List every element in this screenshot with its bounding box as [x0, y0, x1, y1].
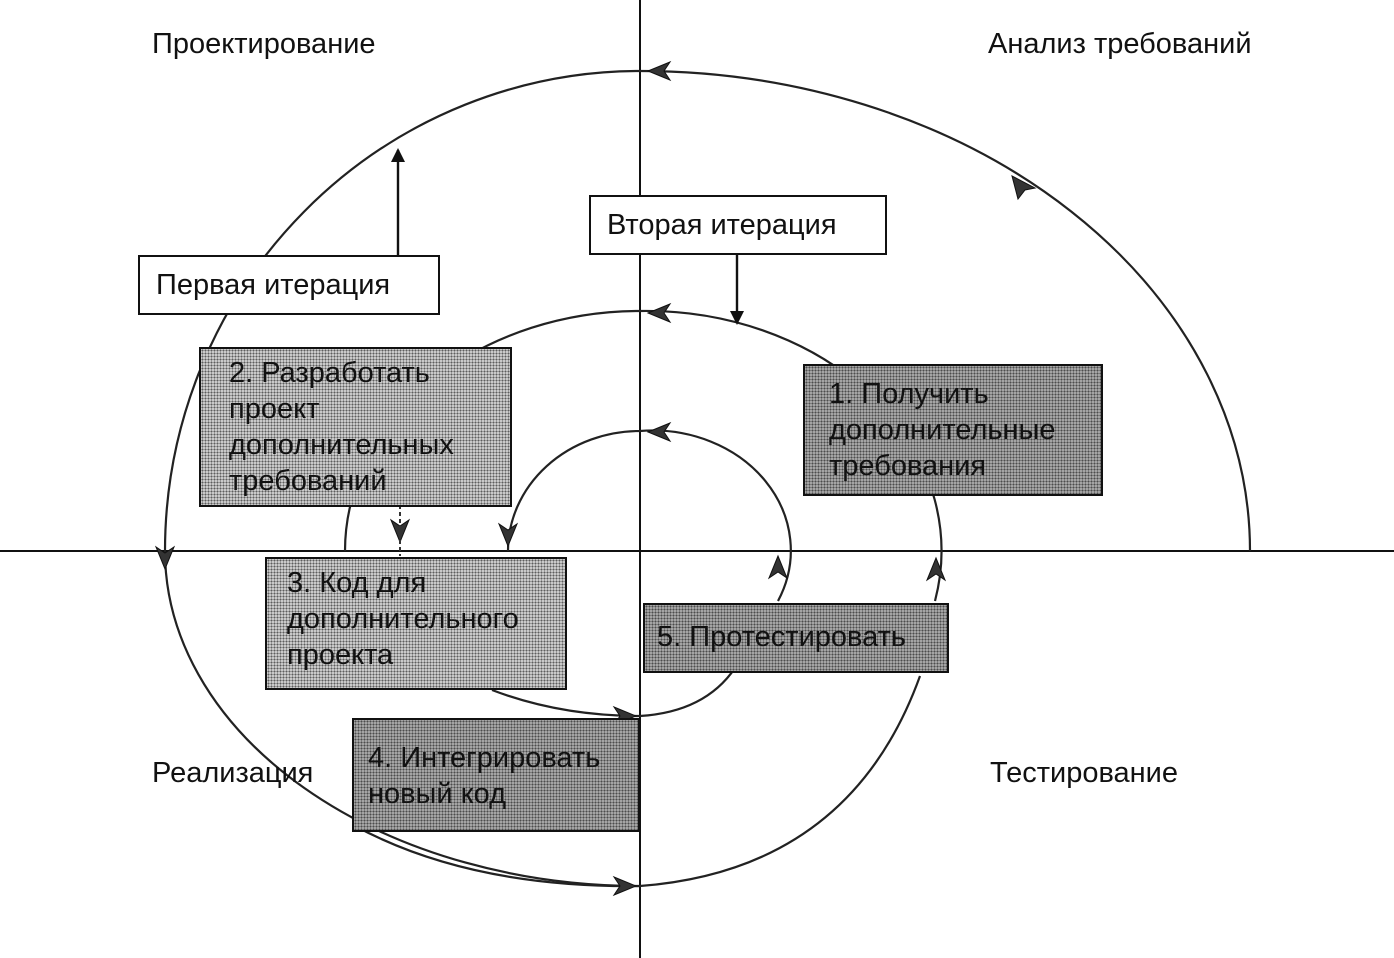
arrowhead-outer-right	[1011, 175, 1037, 201]
step-3-line-2: дополнительного	[287, 603, 519, 635]
step-2-design-box: 2. Разработать проект дополнительных тре…	[199, 347, 512, 507]
step-2-line-4: требований	[229, 465, 387, 497]
step-4-line-1: 4. Интегрировать	[368, 742, 601, 774]
quadrant-implementation-label: Реализация	[152, 757, 314, 789]
step-4-integrate-box: 4. Интегрировать новый код	[352, 718, 640, 832]
spiral-inner-arc	[506, 429, 792, 602]
step-5-label: 5. Протестировать	[657, 621, 906, 653]
step-2-line-2: проект	[229, 393, 320, 425]
step-1-line-2: дополнительные	[829, 414, 1056, 446]
arrowhead-test-up-1	[767, 554, 789, 580]
step-1-line-1: 1. Получить	[829, 378, 989, 410]
second-iteration-box: Вторая итерация	[589, 195, 887, 255]
arrowhead-design-down	[389, 518, 411, 544]
quadrant-requirements-label: Анализ требований	[988, 28, 1252, 60]
arrowhead-test-up-2	[925, 556, 947, 582]
arrowhead-bottom-right	[612, 875, 638, 897]
first-iteration-box: Первая итерация	[138, 255, 440, 315]
arrowhead-inner-left	[497, 522, 519, 548]
arrowhead-outer-left	[154, 545, 176, 571]
second-iteration-label: Вторая итерация	[607, 209, 837, 241]
first-iteration-label: Первая итерация	[156, 269, 391, 301]
quadrant-design-label: Проектирование	[152, 28, 376, 60]
step-5-test-box: 5. Протестировать	[643, 603, 949, 673]
quadrant-testing-label: Тестирование	[990, 757, 1179, 789]
step-2-line-1: 2. Разработать	[229, 357, 430, 389]
step-1-get-requirements-box: 1. Получить дополнительные требования	[803, 364, 1103, 496]
spiral-outer-arc	[163, 69, 1252, 888]
step-3-code-box: 3. Код для дополнительного проекта	[265, 557, 567, 690]
step-2-line-3: дополнительных	[229, 429, 454, 461]
spiral-arrowheads	[154, 60, 1037, 897]
arrowhead-middle-top	[646, 302, 672, 324]
step-1-line-3: требования	[829, 450, 987, 482]
arrowhead-inner-top	[646, 421, 672, 443]
step-3-line-1: 3. Код для	[287, 567, 427, 599]
step-3-line-3: проекта	[287, 639, 394, 671]
step-4-line-2: новый код	[368, 778, 507, 810]
spiral-inner-lower-arc	[491, 667, 736, 718]
spiral-lower-connector	[354, 675, 922, 888]
arrowhead-outer-top	[646, 60, 672, 82]
